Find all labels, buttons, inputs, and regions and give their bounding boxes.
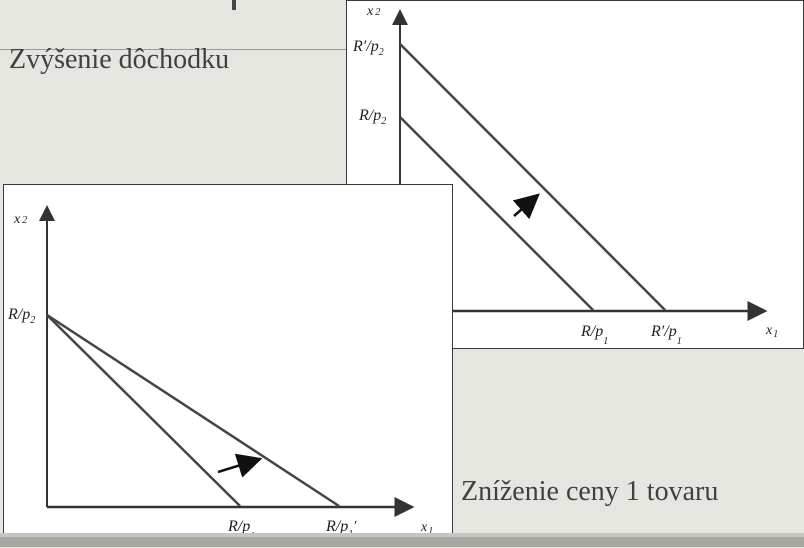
x-intercept-new-label: R′/p1 — [650, 323, 682, 347]
y-intercept-old-label: R/p2 — [358, 107, 386, 127]
footer-bar-highlight — [0, 533, 804, 537]
caption-price-decrease: Zníženie ceny 1 tovaru — [461, 476, 719, 507]
y-intercept-new-label: R′/p2 — [352, 38, 384, 58]
y-intercept-label: R/p2 — [7, 306, 35, 326]
rotation-arrow — [217, 453, 263, 478]
budget-line-rotated — [46, 313, 340, 508]
shift-arrow — [512, 193, 540, 220]
x-axis-label: x1 — [420, 520, 433, 537]
x-intercept-old-label: R/p1 — [580, 323, 608, 347]
price-diagram: x2 R/p2 R/p1 R/p1′ x1 — [7, 205, 433, 542]
x-axis-label: x1 — [765, 323, 778, 340]
caption-income-increase: Zvýšenie dôchodku — [9, 44, 230, 75]
footer-bar — [0, 533, 804, 547]
budget-line-original — [399, 116, 594, 311]
title-fragment — [232, 0, 236, 10]
budget-line-original — [46, 314, 241, 507]
price-diagram-panel: x2 R/p2 R/p1 R/p1′ x1 — [3, 184, 453, 547]
budget-line-new — [399, 43, 666, 311]
